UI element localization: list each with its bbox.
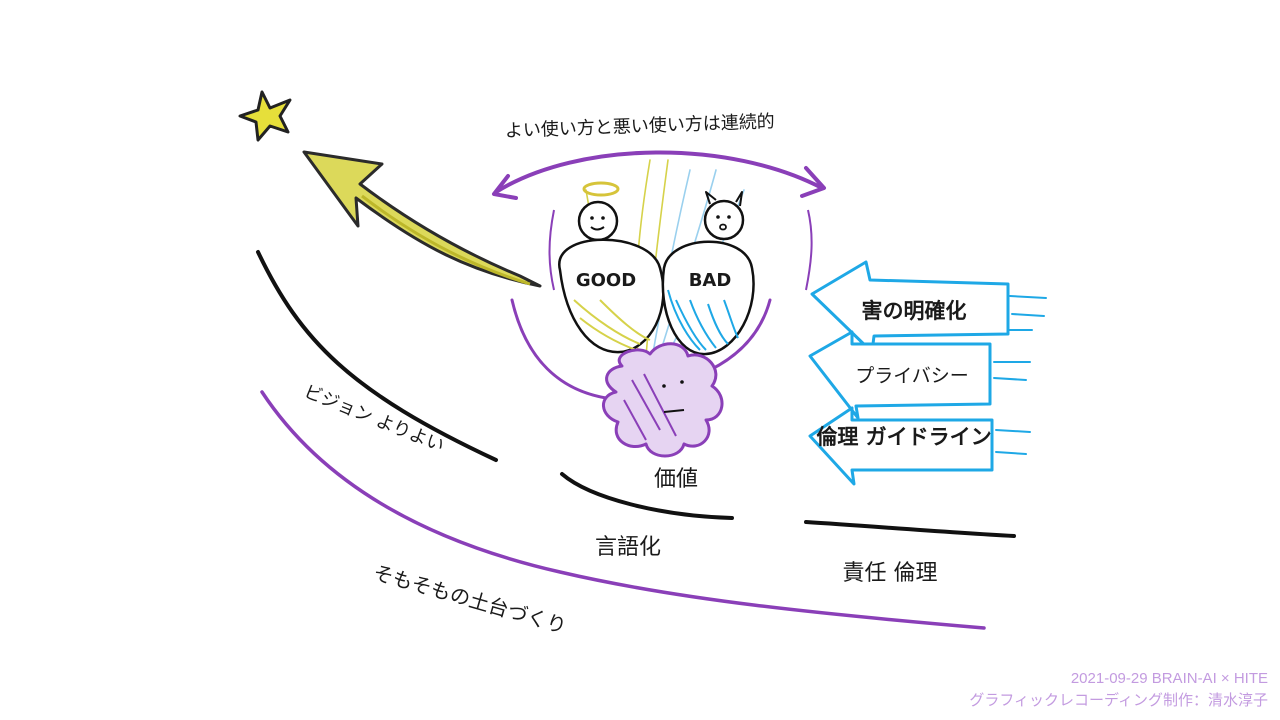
yellow-arrow-icon	[302, 150, 542, 288]
value-blob	[602, 342, 724, 458]
credit-author: グラフィックレコーディング制作：清水淳子	[969, 692, 1268, 709]
foundation-curve	[260, 390, 986, 630]
star-icon	[238, 90, 292, 142]
good-label: GOOD	[576, 270, 636, 291]
blue-arrows	[808, 260, 1010, 486]
blue-arrow-icon	[808, 330, 992, 420]
arrow-label-harm: 害の明確化	[862, 299, 967, 323]
bowl-outline	[510, 298, 608, 400]
bad-label: BAD	[689, 270, 732, 291]
value-label: 価値	[654, 467, 698, 492]
verbalize-curve	[560, 472, 734, 520]
credit-date-event: 2021-09-29 BRAIN-AI × HITE	[1070, 670, 1268, 687]
responsibility-curve	[804, 520, 1016, 538]
arc-label: よい使い方と悪い使い方は連続的	[505, 111, 776, 141]
verbalize-label: 言語化	[595, 535, 661, 560]
arrow-label-privacy: プライバシー	[855, 365, 969, 387]
bad-figure: BAD	[661, 191, 755, 356]
vision-curve	[256, 250, 498, 462]
continuum-arc	[494, 150, 824, 194]
arrow-label-ethics-guideline: 倫理 ガイドライン	[816, 425, 991, 449]
good-figure: GOOD	[558, 181, 665, 354]
foundation-label: そもそもの土台づくり	[371, 560, 569, 638]
responsibility-label: 責任 倫理	[843, 561, 938, 586]
blue-arrow-icon	[808, 406, 994, 486]
